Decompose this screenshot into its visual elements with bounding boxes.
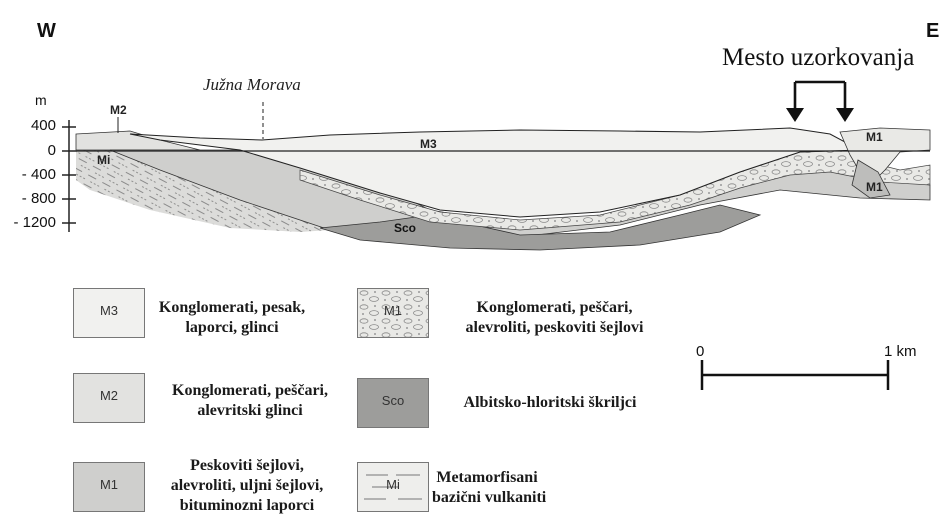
legend-text-m1-conglomerate: Konglomerati, peščari,alevroliti, peskov… (432, 298, 677, 338)
label-sco: Sco (394, 221, 416, 235)
legend-text-sco: Albitsko-hloritski škriljci (435, 393, 665, 413)
sampling-arrow-right (836, 108, 854, 122)
scale-end-label: 1 km (884, 343, 917, 360)
legend-text-m2: Konglomerati, peščari,alevritski glinci (150, 381, 350, 421)
sampling-site-bracket (795, 82, 845, 110)
legend-swatch-mi: Mi (357, 462, 429, 512)
legend-swatch-sco: Sco (357, 378, 429, 428)
legend-swatch-m2: M2 (73, 373, 145, 423)
cross-section: M2 M3 Mi Sco M1 M1 (0, 0, 942, 270)
legend-text-m3: Konglomerati, pesak,laporci, glinci (148, 298, 316, 338)
legend-swatch-m3: M3 (73, 288, 145, 338)
label-m1-lower: M1 (866, 180, 883, 194)
label-mi: Mi (97, 153, 110, 167)
label-m1-upper: M1 (866, 130, 883, 144)
legend-swatch-m1-conglomerate: M1 (357, 288, 429, 338)
label-m2: M2 (110, 103, 127, 117)
legend-swatch-m1-shale: M1 (73, 462, 145, 512)
scale-bar (695, 352, 905, 402)
sampling-arrow-left (786, 108, 804, 122)
label-m3: M3 (420, 137, 437, 151)
legend-text-m1-shale: Peskoviti šejlovi,alevroliti, uljni šejl… (152, 456, 342, 516)
scale-start-label: 0 (696, 343, 704, 360)
